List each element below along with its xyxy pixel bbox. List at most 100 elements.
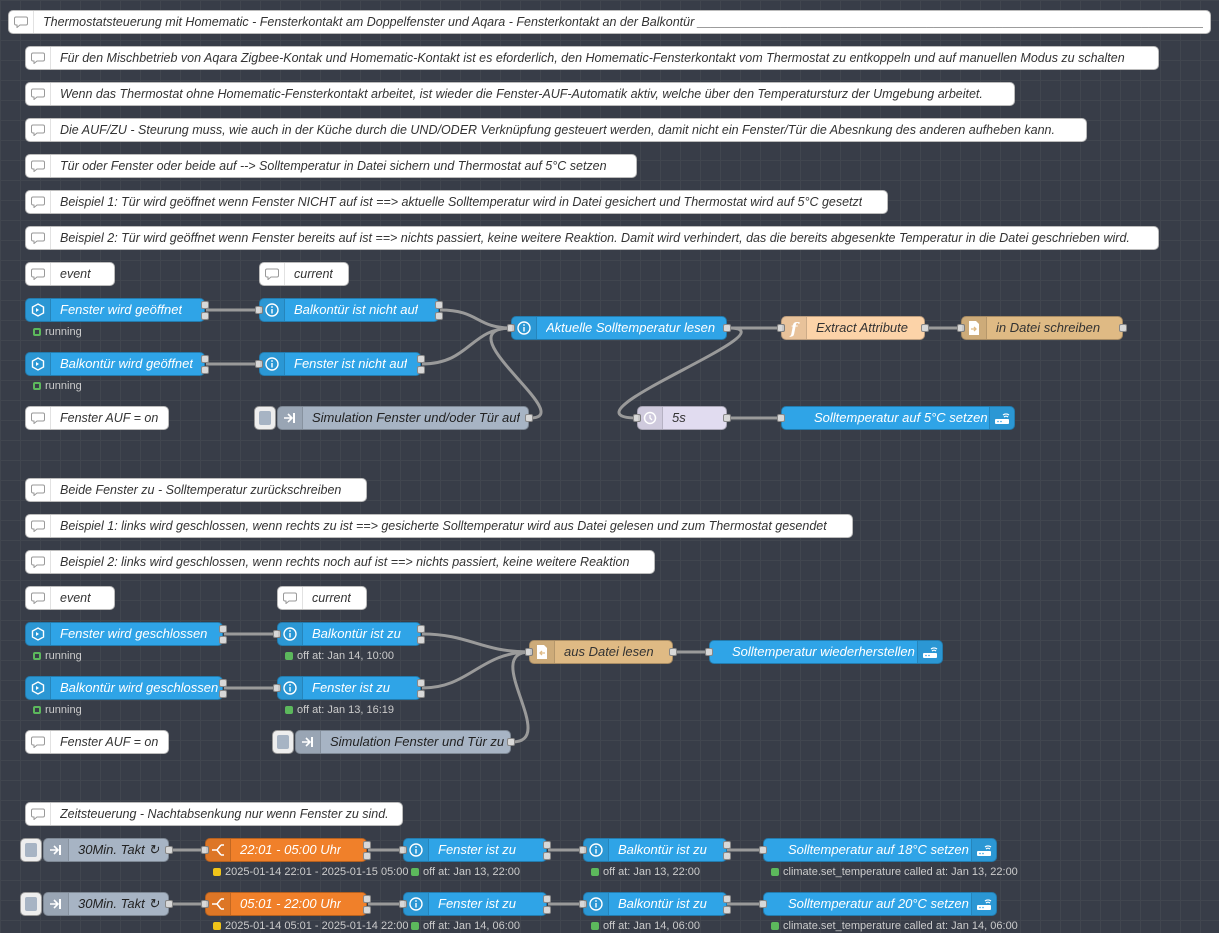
input-port[interactable] (201, 900, 209, 908)
comment-mischbetrieb[interactable]: Für den Mischbetrieb von Aqara Zigbee-Ko… (25, 46, 1159, 70)
trigger-node-fenster-geoeffnet[interactable]: Fenster wird geöffnet (25, 298, 209, 322)
output-port[interactable] (669, 648, 677, 656)
output-port[interactable] (219, 625, 227, 633)
input-port[interactable] (255, 360, 263, 368)
input-port[interactable] (777, 414, 785, 422)
output-port[interactable] (723, 841, 731, 849)
current-state-node-fenster-nicht-auf[interactable]: Fenster ist nicht auf (255, 352, 425, 376)
output-port[interactable] (417, 690, 425, 698)
output-port[interactable] (723, 906, 731, 914)
comment-current[interactable]: current (277, 586, 367, 610)
trigger-node-balkon-geoeffnet[interactable]: Balkontür wird geöffnet (25, 352, 209, 376)
output-port[interactable] (165, 846, 173, 854)
call-service-node-soll-18[interactable]: Solltemperatur auf 18°C setzen (759, 838, 997, 862)
time-range-node-night[interactable]: 22:01 - 05:00 Uhr (201, 838, 371, 862)
output-port[interactable] (363, 906, 371, 914)
output-port[interactable] (723, 852, 731, 860)
trigger-node-fenster-geschlossen[interactable]: Fenster wird geschlossen (25, 622, 227, 646)
current-state-node-fenster-zu-1[interactable]: Fenster ist zu (399, 838, 551, 862)
comment-beispiel-1-zu[interactable]: Beispiel 1: links wird geschlossen, wenn… (25, 514, 853, 538)
output-port[interactable] (543, 895, 551, 903)
inject-node-simulation-zu[interactable]: Simulation Fenster und Tür zu (295, 730, 515, 754)
current-state-node-balkon-zu[interactable]: Balkontür ist zu (273, 622, 425, 646)
output-port[interactable] (417, 366, 425, 374)
output-port[interactable] (723, 414, 731, 422)
output-port[interactable] (435, 312, 443, 320)
input-port[interactable] (399, 900, 407, 908)
input-port[interactable] (579, 846, 587, 854)
output-port[interactable] (543, 841, 551, 849)
output-port[interactable] (219, 679, 227, 687)
current-state-node-aktuelle-solltemperatur[interactable]: Aktuelle Solltemperatur lesen (507, 316, 731, 340)
output-port[interactable] (525, 414, 533, 422)
output-port[interactable] (417, 355, 425, 363)
comment-event[interactable]: event (25, 586, 115, 610)
comment-beispiel-1-auf[interactable]: Beispiel 1: Tür wird geöffnet wenn Fenst… (25, 190, 888, 214)
inject-node-simulation-auf[interactable]: Simulation Fenster und/oder Tür auf (277, 406, 533, 430)
comment-beispiel-2-zu[interactable]: Beispiel 2: links wird geschlossen, wenn… (25, 550, 655, 574)
output-port[interactable] (219, 636, 227, 644)
output-port[interactable] (1119, 324, 1127, 332)
input-port[interactable] (525, 648, 533, 656)
current-state-node-balkon-nicht-auf[interactable]: Balkontür ist nicht auf (255, 298, 443, 322)
output-port[interactable] (201, 355, 209, 363)
file-node-in-datei-schreiben[interactable]: in Datei schreiben (957, 316, 1127, 340)
inject-button[interactable] (20, 838, 42, 862)
input-port[interactable] (633, 414, 641, 422)
comment-ohne-homematic[interactable]: Wenn das Thermostat ohne Homematic-Fenst… (25, 82, 1015, 106)
input-port[interactable] (579, 900, 587, 908)
comment-fenster-auf-on[interactable]: Fenster AUF = on (25, 730, 169, 754)
comment-beispiel-2-auf[interactable]: Beispiel 2: Tür wird geöffnet wenn Fenst… (25, 226, 1159, 250)
delay-node-5s[interactable]: 5s (633, 406, 731, 430)
file-node-aus-datei-lesen[interactable]: aus Datei lesen (525, 640, 677, 664)
current-state-node-balkon-zu-1[interactable]: Balkontür ist zu (579, 838, 731, 862)
comment-fenster-auf-on[interactable]: Fenster AUF = on (25, 406, 169, 430)
call-service-node-soll-20[interactable]: Solltemperatur auf 20°C setzen (759, 892, 997, 916)
output-port[interactable] (219, 690, 227, 698)
inject-button[interactable] (254, 406, 276, 430)
input-port[interactable] (759, 900, 767, 908)
output-port[interactable] (363, 841, 371, 849)
input-port[interactable] (705, 648, 713, 656)
input-port[interactable] (399, 846, 407, 854)
input-port[interactable] (273, 630, 281, 638)
inject-button[interactable] (20, 892, 42, 916)
input-port[interactable] (759, 846, 767, 854)
flow-header-comment[interactable]: Thermostatsteuerung mit Homematic - Fens… (8, 10, 1211, 34)
current-state-node-fenster-zu[interactable]: Fenster ist zu (273, 676, 425, 700)
input-port[interactable] (255, 306, 263, 314)
comment-auf-zu-steuerung[interactable]: Die AUF/ZU - Steurung muss, wie auch in … (25, 118, 1087, 142)
input-port[interactable] (957, 324, 965, 332)
current-state-node-fenster-zu-2[interactable]: Fenster ist zu (399, 892, 551, 916)
input-port[interactable] (777, 324, 785, 332)
trigger-node-balkon-geschlossen[interactable]: Balkontür wird geschlossen (25, 676, 227, 700)
output-port[interactable] (363, 852, 371, 860)
output-port[interactable] (723, 324, 731, 332)
output-port[interactable] (921, 324, 929, 332)
inject-node-takt-2[interactable]: 30Min. Takt ↻ (43, 892, 173, 916)
output-port[interactable] (435, 301, 443, 309)
time-range-node-day[interactable]: 05:01 - 22:00 Uhr (201, 892, 371, 916)
call-service-node-soll-5[interactable]: Solltemperatur auf 5°C setzen (777, 406, 1015, 430)
input-port[interactable] (201, 846, 209, 854)
current-state-node-balkon-zu-2[interactable]: Balkontür ist zu (579, 892, 731, 916)
output-port[interactable] (201, 366, 209, 374)
comment-beide-fenster-zu[interactable]: Beide Fenster zu - Solltemperatur zurück… (25, 478, 367, 502)
output-port[interactable] (417, 636, 425, 644)
output-port[interactable] (723, 895, 731, 903)
input-port[interactable] (273, 684, 281, 692)
input-port[interactable] (507, 324, 515, 332)
output-port[interactable] (201, 301, 209, 309)
output-port[interactable] (507, 738, 515, 746)
output-port[interactable] (165, 900, 173, 908)
comment-event[interactable]: event (25, 262, 115, 286)
inject-button[interactable] (272, 730, 294, 754)
call-service-node-soll-wiederherstellen[interactable]: Solltemperatur wiederherstellen (705, 640, 943, 664)
inject-node-takt-1[interactable]: 30Min. Takt ↻ (43, 838, 173, 862)
comment-current[interactable]: current (259, 262, 349, 286)
output-port[interactable] (417, 625, 425, 633)
function-node-extract-attribute[interactable]: f Extract Attribute (777, 316, 929, 340)
comment-tuer-oder-fenster[interactable]: Tür oder Fenster oder beide auf --> Soll… (25, 154, 637, 178)
output-port[interactable] (417, 679, 425, 687)
comment-zeitsteuerung[interactable]: Zeitsteuerung - Nachtabsenkung nur wenn … (25, 802, 403, 826)
